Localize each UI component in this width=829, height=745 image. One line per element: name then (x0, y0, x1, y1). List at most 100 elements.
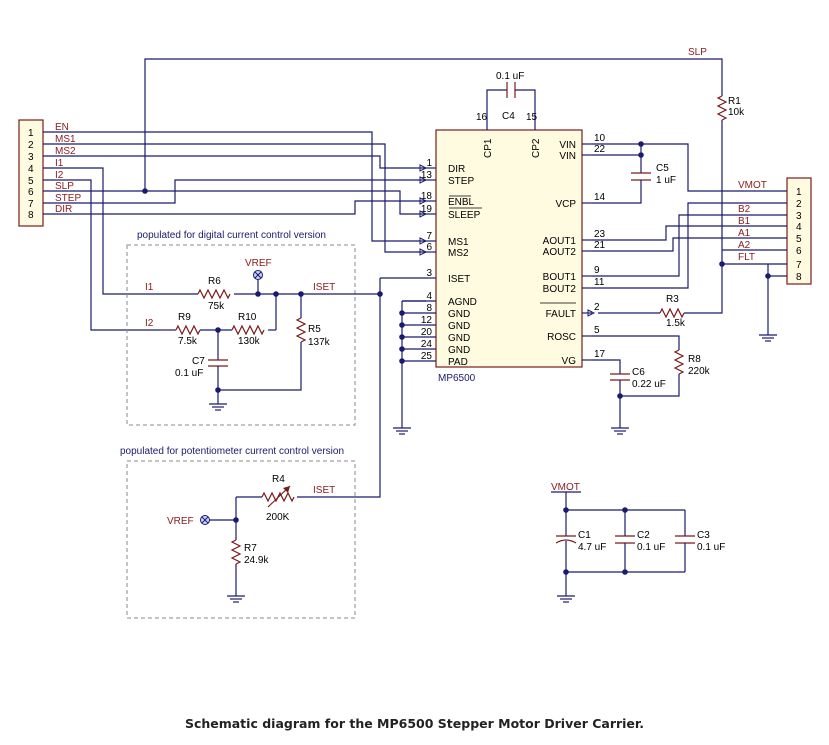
left-header-signal-slp: SLP (55, 181, 74, 192)
left-wiring (43, 131, 428, 331)
ic-top-pin-cp1: CP1 (483, 138, 494, 158)
ic-right-pin-label-22: VIN (559, 151, 576, 162)
left-header-signal-i2: I2 (55, 170, 64, 181)
ic-right-pin-num-11: 11 (594, 277, 605, 288)
r9-ref: R9 (178, 312, 191, 323)
ic-left-pin-num-12: 12 (421, 315, 433, 326)
left-header-pin-1: 1 (28, 128, 34, 139)
r8-value: 220k (688, 366, 711, 377)
r3-value: 1.5k (666, 318, 686, 329)
right-header-pin-2: 2 (796, 199, 802, 210)
ic-left-pin-label-3: ISET (448, 274, 470, 285)
vref-label-pot: VREF (167, 516, 194, 527)
iset-label-digital: ISET (313, 282, 335, 293)
ic-left-pin-label-25: PAD (448, 357, 468, 368)
ic-right-pin-label-2: FAULT (546, 309, 576, 320)
ic-left-pin-num-7: 7 (426, 231, 432, 242)
ic-left-pin-label-12: GND (448, 321, 470, 332)
ic-left-pin-num-1: 1 (426, 158, 432, 169)
r6-ref: R6 (208, 276, 221, 287)
iset-net (318, 277, 426, 498)
left-header-signal-en: EN (55, 122, 69, 133)
r3-ref: R3 (666, 294, 679, 305)
c6-ref: C6 (632, 367, 645, 378)
ic-right-pin-num-14: 14 (594, 192, 606, 203)
ic-right-pin-label-23: AOUT1 (543, 236, 577, 247)
right-header-pin-1: 1 (796, 187, 802, 198)
i2-label: I2 (145, 318, 154, 329)
left-header-pin-6: 6 (28, 187, 34, 198)
c3-ref: C3 (697, 530, 710, 541)
rh-sig-a2: A2 (738, 240, 751, 251)
slp-label: SLP (688, 47, 707, 58)
c4-ref: C4 (502, 111, 515, 122)
ic-right-pin-num-17: 17 (594, 349, 606, 360)
vmot-capacitors: VMOT C1 4.7 uF C2 0.1 uF C3 0.1 uF (551, 482, 725, 603)
capacitor-c4: 0.1 uF C4 (486, 71, 536, 122)
vmot-label-right: VMOT (738, 180, 767, 191)
c2-ref: C2 (637, 530, 650, 541)
ic-left-pin-label-8: GND (448, 309, 470, 320)
ic-right-pin-label-10: VIN (559, 140, 576, 151)
r9-value: 7.5k (178, 336, 198, 347)
ic-left-pin-label-4: AGND (448, 297, 477, 308)
r4-value: 200K (266, 512, 290, 523)
left-header-pin-5: 5 (28, 176, 34, 187)
ic-left-pin-label-1: DIR (448, 164, 465, 175)
ic-right-pin-label-14: VCP (555, 199, 576, 210)
ic-name: MP6500 (438, 373, 476, 384)
ic-left-pin-num-20: 20 (421, 327, 433, 338)
mp6500-ic: MP6500 1DIR13STEP18ENBL19SLEEP7MS16MS23I… (402, 95, 606, 384)
rh-sig-flt: FLT (738, 252, 755, 263)
ic-left-pin-label-6: MS2 (448, 248, 469, 259)
ic-right-pin-label-21: AOUT2 (543, 247, 577, 258)
r1-value: 10k (728, 107, 745, 118)
c2-value: 0.1 uF (637, 542, 665, 553)
c6-value: 0.22 uF (632, 379, 666, 390)
c5-value: 1 uF (656, 175, 676, 186)
right-header-pin-7: 7 (796, 260, 802, 271)
r4-ref: R4 (272, 474, 285, 485)
ic-left-pin-num-13: 13 (421, 170, 433, 181)
ic-right-pin-num-9: 9 (594, 265, 600, 276)
ic-left-pin-num-24: 24 (421, 339, 433, 350)
r10-ref: R10 (238, 312, 257, 323)
rh-sig-b1: B1 (738, 216, 751, 227)
left-header-pin-4: 4 (28, 164, 34, 175)
ic-left-pin-num-25: 25 (421, 351, 433, 362)
ic-left-pin-num-4: 4 (426, 291, 432, 302)
ic-right-pin-label-11: BOUT2 (543, 284, 577, 295)
ic-top-pin-num-15: 15 (526, 112, 538, 123)
ic-right-pin-num-22: 22 (594, 144, 606, 155)
ic-left-pin-num-6: 6 (426, 242, 432, 253)
ic-right-pin-num-5: 5 (594, 325, 600, 336)
right-header-pin-6: 6 (796, 246, 802, 257)
left-header-pin-3: 3 (28, 152, 34, 163)
ic-left-pin-num-19: 19 (421, 204, 433, 215)
right-header-pin-4: 4 (796, 222, 802, 233)
c3-value: 0.1 uF (697, 542, 725, 553)
c1-ref: C1 (578, 530, 591, 541)
c7-ref: C7 (192, 356, 205, 367)
ic-left-pin-num-3: 3 (426, 268, 432, 279)
ic-ground-bus (392, 300, 426, 435)
ic-left-pin-label-13: STEP (448, 176, 474, 187)
vref-label-digital: VREF (245, 258, 272, 269)
ic-left-pin-label-18: ENBL (448, 197, 475, 208)
ic-left-pin-label-24: GND (448, 345, 470, 356)
c5-ref: C5 (656, 163, 669, 174)
pot-section: populated for potentiometer current cont… (120, 446, 356, 619)
left-header-signal-ms2: MS2 (55, 146, 76, 157)
right-header-pin-5: 5 (796, 234, 802, 245)
slp-net: SLP R1 10k (144, 47, 745, 264)
ic-right-pin-label-9: BOUT1 (543, 272, 577, 283)
c1-value: 4.7 uF (578, 542, 606, 553)
left-header-signal-i1: I1 (55, 158, 64, 169)
ic-right-pin-num-21: 21 (594, 240, 606, 251)
left-header-pin-7: 7 (28, 199, 34, 210)
ic-left-pin-label-20: GND (448, 333, 470, 344)
c7-value: 0.1 uF (175, 368, 203, 379)
